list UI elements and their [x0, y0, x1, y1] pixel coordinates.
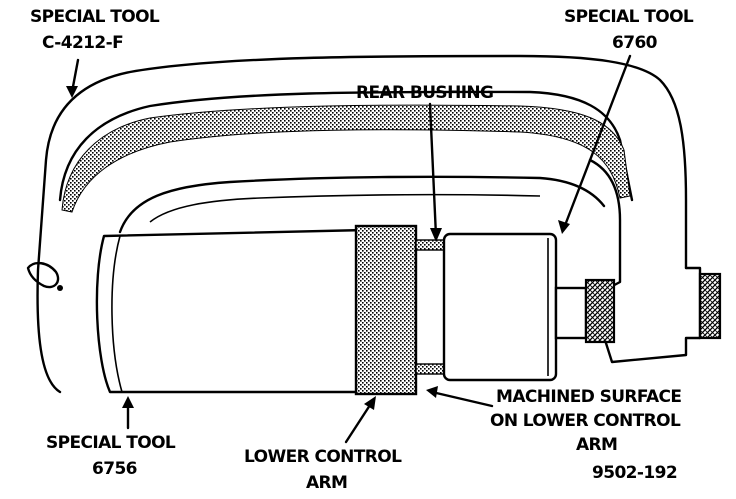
label-rear-bushing: REAR BUSHING — [356, 83, 493, 103]
clamp-outer-outline — [36, 54, 688, 394]
label-lower-control-arm-line1: LOWER CONTROL — [244, 447, 402, 467]
clamp-pivot-icon — [26, 261, 60, 289]
label-special-tool-6756-line2: 6756 — [92, 459, 137, 479]
rear-bushing — [414, 239, 448, 375]
leader-6760 — [562, 54, 632, 230]
label-special-tool-6760-line2: 6760 — [612, 33, 658, 53]
c-clamp-frame — [26, 54, 702, 394]
bushing-lip-top — [415, 239, 445, 251]
label-special-tool-6756-line1: SPECIAL TOOL — [46, 433, 176, 453]
label-machined-surface-line3: ARM — [576, 435, 617, 455]
arrowhead-machined-surface-icon — [426, 386, 438, 398]
arrowhead-lower-control-arm-icon — [364, 396, 376, 410]
driver-tool — [442, 232, 558, 382]
label-lower-control-arm-line2: ARM — [306, 473, 347, 493]
bushing-body — [414, 244, 448, 368]
label-machined-surface-line2: ON LOWER CONTROL — [490, 411, 681, 431]
clamp-inner-outline — [58, 90, 634, 202]
leader-machined-surface — [430, 390, 494, 408]
cylinder-body — [95, 228, 368, 394]
screw-collar — [554, 286, 588, 340]
bushing-lip-bottom — [415, 363, 445, 375]
label-special-tool-6760-line1: SPECIAL TOOL — [564, 7, 694, 27]
leader-rear-bushing — [428, 102, 438, 238]
lower-control-arm-section — [354, 224, 418, 396]
arrowhead-rear-bushing-icon — [430, 228, 442, 242]
leader-lower-control-arm — [344, 400, 374, 444]
label-special-tool-c4212f-line2: C-4212-F — [42, 33, 123, 53]
screw-threads-right — [698, 272, 722, 340]
callout-labels: SPECIAL TOOL C-4212-F SPECIAL TOOL 6760 … — [30, 7, 695, 493]
receiver-cylinder — [95, 228, 368, 394]
figure-id: 9502-192 — [592, 463, 677, 483]
arrowhead-c4212f-icon — [66, 86, 78, 98]
screw-nut — [584, 278, 616, 344]
cylinder-end-line — [111, 235, 123, 393]
label-machined-surface-line1: MACHINED SURFACE — [496, 387, 681, 407]
forcing-screw — [554, 272, 722, 344]
clamp-lower-jaw — [588, 158, 702, 364]
clamp-shaded-channel — [61, 104, 631, 213]
arrowhead-6756-icon — [122, 396, 134, 408]
clamp-inner-arch-2 — [149, 193, 541, 223]
arrowhead-6760-icon — [558, 220, 570, 234]
driver-cup — [442, 232, 558, 382]
leader-lines — [66, 54, 632, 444]
clamp-inner-arch — [118, 175, 606, 234]
pivot-dot-icon — [57, 285, 63, 291]
label-special-tool-c4212f-line1: SPECIAL TOOL — [30, 7, 160, 27]
